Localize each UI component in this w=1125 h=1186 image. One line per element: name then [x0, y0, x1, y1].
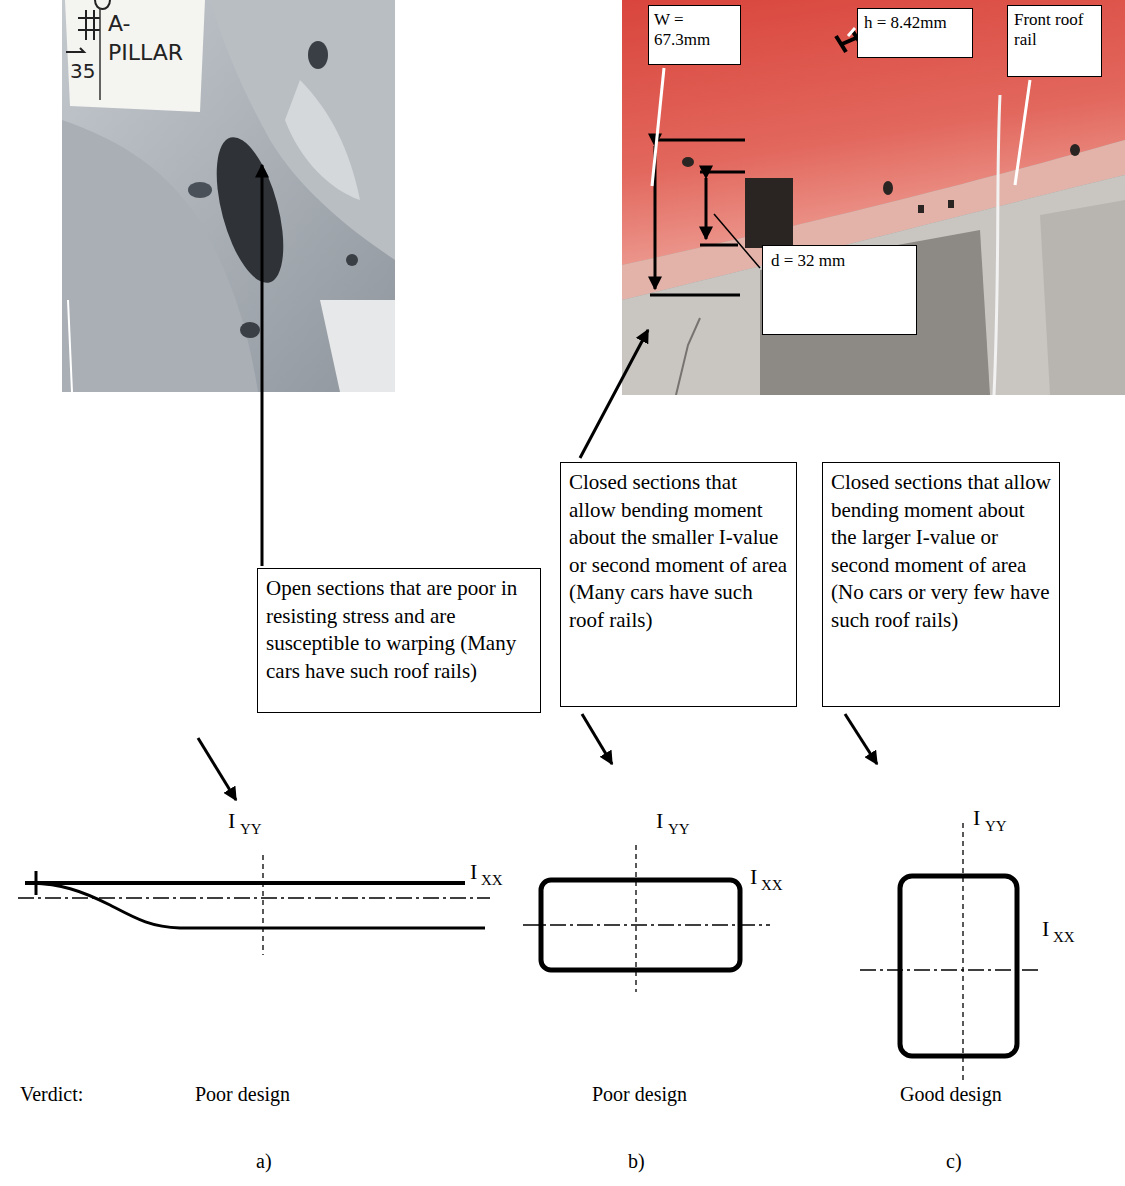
neutral-axis — [962, 823, 963, 1082]
neutral-axis — [523, 924, 770, 925]
explanation-box: Closed sections that allow bending momen… — [822, 462, 1060, 707]
axis-subscript: XX — [481, 872, 503, 889]
rail-hole — [745, 178, 793, 248]
neutral-axis — [262, 855, 263, 955]
photo-ground — [622, 0, 1125, 395]
rail-hole — [682, 157, 694, 167]
axis-subscript: YY — [240, 821, 262, 838]
open-section — [18, 855, 490, 955]
axis-symbol: I — [470, 859, 477, 884]
section-wall — [25, 881, 465, 885]
dimension-callout: d = 32 mm — [762, 245, 917, 335]
explanation-box: Closed sections that allow bending momen… — [560, 462, 797, 707]
leader-line — [652, 68, 664, 186]
verdict-text: Poor design — [195, 1083, 290, 1106]
roof-rail-photo — [622, 0, 1125, 395]
axis-subscript: XX — [1053, 929, 1075, 946]
box-text: W = 67.3mm — [654, 10, 735, 51]
neutral-axis — [860, 969, 1040, 970]
pointer-arrow — [580, 330, 648, 458]
dimension-line — [657, 139, 745, 142]
closed-section-flat — [523, 845, 770, 992]
axis-subscript: YY — [985, 818, 1007, 835]
pillar-hole — [188, 182, 212, 198]
pointer-arrow — [582, 714, 612, 764]
dimension-line — [700, 171, 745, 174]
verdict-heading: Verdict: — [20, 1083, 83, 1106]
pointer-arrow — [198, 738, 236, 800]
axis-subscript: YY — [668, 821, 690, 838]
a-pillar-photo — [62, 0, 395, 392]
part-callout: Front roof rail — [1007, 5, 1102, 77]
axis-symbol: I — [750, 864, 757, 889]
panel-letter: b) — [628, 1150, 645, 1173]
pillar-hole — [240, 322, 260, 338]
box-text: d = 32 mm — [771, 251, 908, 271]
window-opening — [1040, 200, 1125, 395]
verdict-text: Good design — [900, 1083, 1002, 1106]
leader-line — [848, 28, 855, 36]
rail-hole — [918, 205, 924, 213]
pillar-hole — [346, 254, 358, 266]
handwritten-sketch — [99, 8, 101, 100]
leader-line — [1015, 80, 1030, 185]
photo-wire — [994, 95, 1000, 395]
axis-subscript: XX — [761, 877, 783, 894]
photo-wire — [68, 300, 72, 392]
box-text: Open sections that are poor in resisting… — [266, 575, 532, 685]
dimension-callout: W = 67.3mm — [648, 5, 741, 65]
box-text: h = 8.42mm — [864, 13, 966, 33]
rail-hole — [883, 181, 893, 195]
panel-letter: a) — [256, 1150, 272, 1173]
pillar-opening — [204, 130, 297, 289]
rail-hole — [948, 200, 954, 208]
box-text: Closed sections that allow bending momen… — [569, 469, 788, 634]
weld-flange — [35, 871, 38, 895]
verdict-text: Poor design — [592, 1083, 687, 1106]
rail-hole — [1070, 144, 1080, 156]
window-opening — [760, 230, 990, 395]
dimension-line — [700, 244, 738, 247]
dimension-arrow — [705, 178, 708, 239]
dimension-line — [650, 294, 740, 297]
neutral-axis — [635, 845, 636, 992]
axis-symbol: I — [656, 808, 663, 833]
section-wall — [32, 883, 485, 928]
pillar-highlight — [285, 80, 360, 200]
neutral-axis — [18, 897, 490, 898]
handwritten-note: A-PILLAR — [108, 10, 203, 67]
explanation-box: Open sections that are poor in resisting… — [257, 568, 541, 713]
axis-symbol: I — [228, 808, 235, 833]
axis-symbol: I — [973, 805, 980, 830]
photo-ground — [62, 0, 395, 392]
handwritten-sketch — [66, 10, 100, 52]
handwritten-note: 35 — [70, 60, 95, 83]
inner-panel — [622, 175, 1125, 395]
axis-symbol: I — [1042, 916, 1049, 941]
section-wall — [900, 876, 1017, 1056]
leader-line — [714, 214, 760, 268]
paper-note — [65, 0, 205, 112]
pointer-arrow — [845, 714, 877, 764]
panel-letter: c) — [946, 1150, 962, 1173]
box-text: Closed sections that allow bending momen… — [831, 469, 1051, 634]
pointer-arrow — [261, 165, 264, 566]
pillar-hole — [308, 41, 328, 69]
photo-background — [320, 300, 395, 392]
handwritten-sketch — [95, 0, 110, 9]
closed-section-upright — [860, 823, 1040, 1082]
box-text: Front roof rail — [1014, 10, 1095, 51]
dimension-callout: h = 8.42mm — [857, 8, 973, 58]
panel-crease — [676, 318, 700, 395]
